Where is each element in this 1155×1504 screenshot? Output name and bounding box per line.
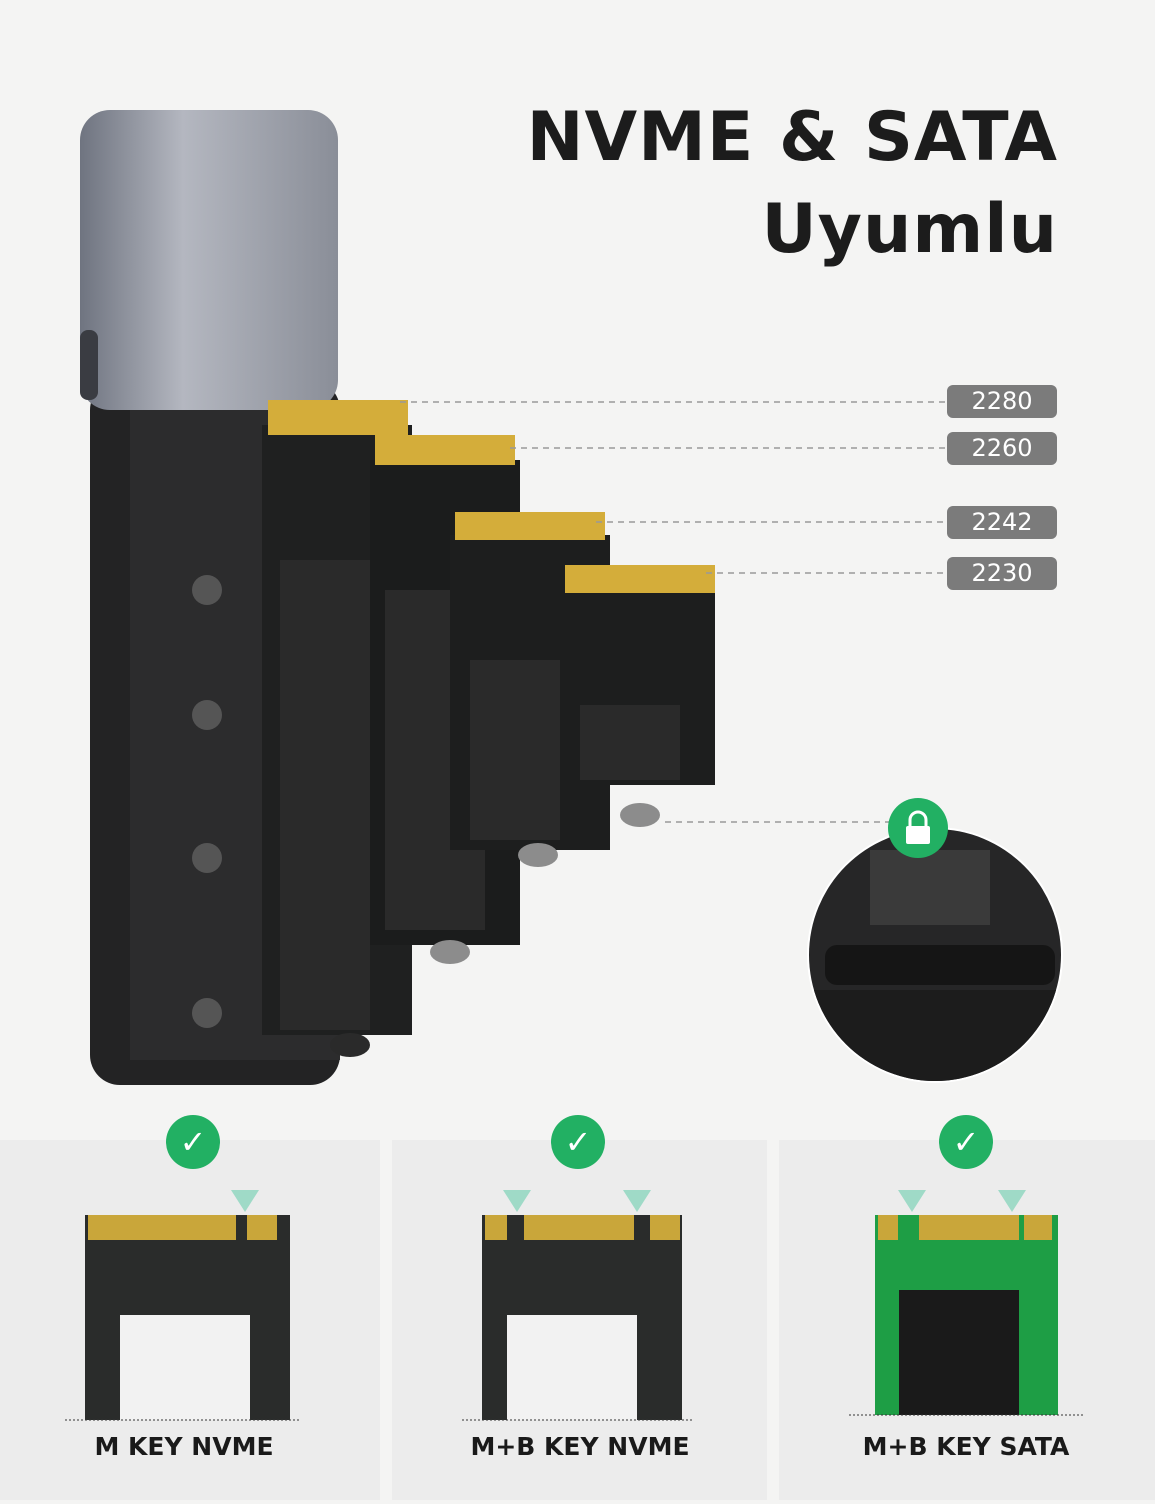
check-icon: ✓ [166, 1115, 220, 1169]
title-line-2: Uyumlu [761, 190, 1058, 269]
lock-icon [906, 810, 930, 844]
screws [330, 803, 660, 1057]
size-tag-2230: 2230 [947, 557, 1057, 590]
size-tag-2242: 2242 [947, 506, 1057, 539]
check-icon: ✓ [939, 1115, 993, 1169]
product-illustration [80, 110, 1063, 1085]
mount-holes [192, 575, 222, 1028]
title-line-1: NVME & SATA [526, 98, 1058, 177]
size-tag-2260: 2260 [947, 432, 1057, 465]
ssd-2230 [560, 565, 715, 785]
panel-mb-key-nvme [392, 1140, 767, 1500]
check-icon: ✓ [551, 1115, 605, 1169]
panel-m-key-nvme [0, 1140, 380, 1500]
key-type-label: M+B KEY SATA [862, 1432, 1070, 1461]
mb-key-sata-card-image [849, 1190, 1084, 1416]
key-type-label: M KEY NVME [94, 1432, 274, 1461]
m-key-nvme-card-image [65, 1190, 300, 1421]
size-tag-2280: 2280 [947, 385, 1057, 418]
leader-lines [400, 401, 947, 823]
panel-mb-key-sata [779, 1140, 1155, 1500]
lock-detail [807, 798, 1063, 1083]
key-type-label: M+B KEY NVME [470, 1432, 690, 1461]
mb-key-nvme-card-image [462, 1190, 692, 1421]
